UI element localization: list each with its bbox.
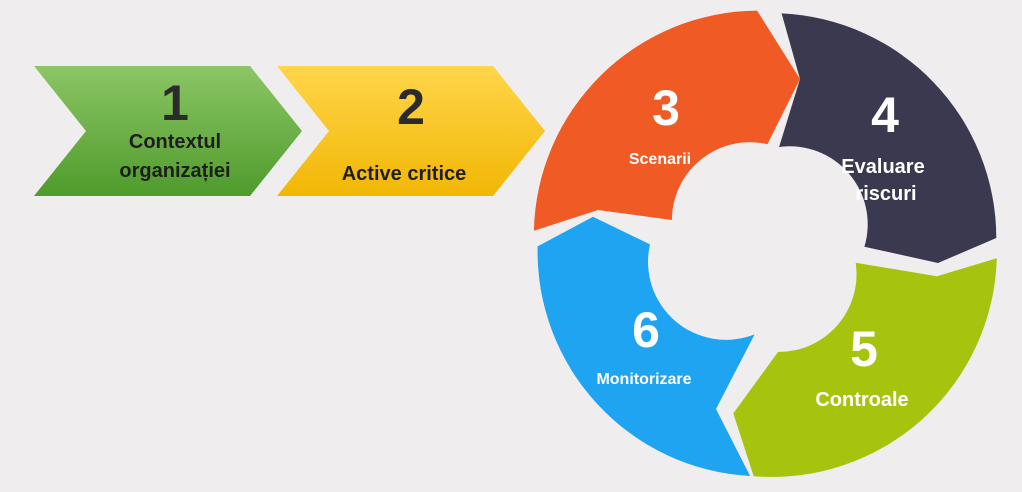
step-4-label-line-2: riscuri (855, 183, 916, 205)
step-6-segment (537, 216, 755, 477)
step-4-segment (779, 13, 997, 264)
step-5-number: 5 (850, 321, 878, 377)
step-3-label: Scenarii (629, 151, 691, 168)
step-1-label-line-1: Contextul (129, 131, 221, 153)
step-2-number: 2 (397, 79, 425, 135)
step-6-label: Monitorizare (596, 371, 691, 388)
step-5-label: Controale (815, 389, 908, 411)
step-2-shape (277, 66, 545, 196)
step-6-number: 6 (632, 302, 660, 358)
step-3-segment (533, 10, 800, 231)
step-1-label-line-2: organizației (119, 160, 230, 182)
step-5-segment (733, 258, 997, 477)
step-2-label: Active critice (342, 163, 467, 185)
step-1-shape (34, 66, 302, 196)
step-1-chevron: 1 Contextul organizației (34, 66, 302, 196)
step-4-number: 4 (871, 87, 899, 143)
step-1-number: 1 (161, 75, 189, 131)
step-4-label-line-1: Evaluare (841, 156, 924, 178)
step-3-number: 3 (652, 80, 680, 136)
step-2-chevron: 2 Active critice (277, 66, 545, 196)
cycle-ring: 3 Scenarii 4 Evaluare riscuri 5 Controal… (533, 10, 997, 477)
